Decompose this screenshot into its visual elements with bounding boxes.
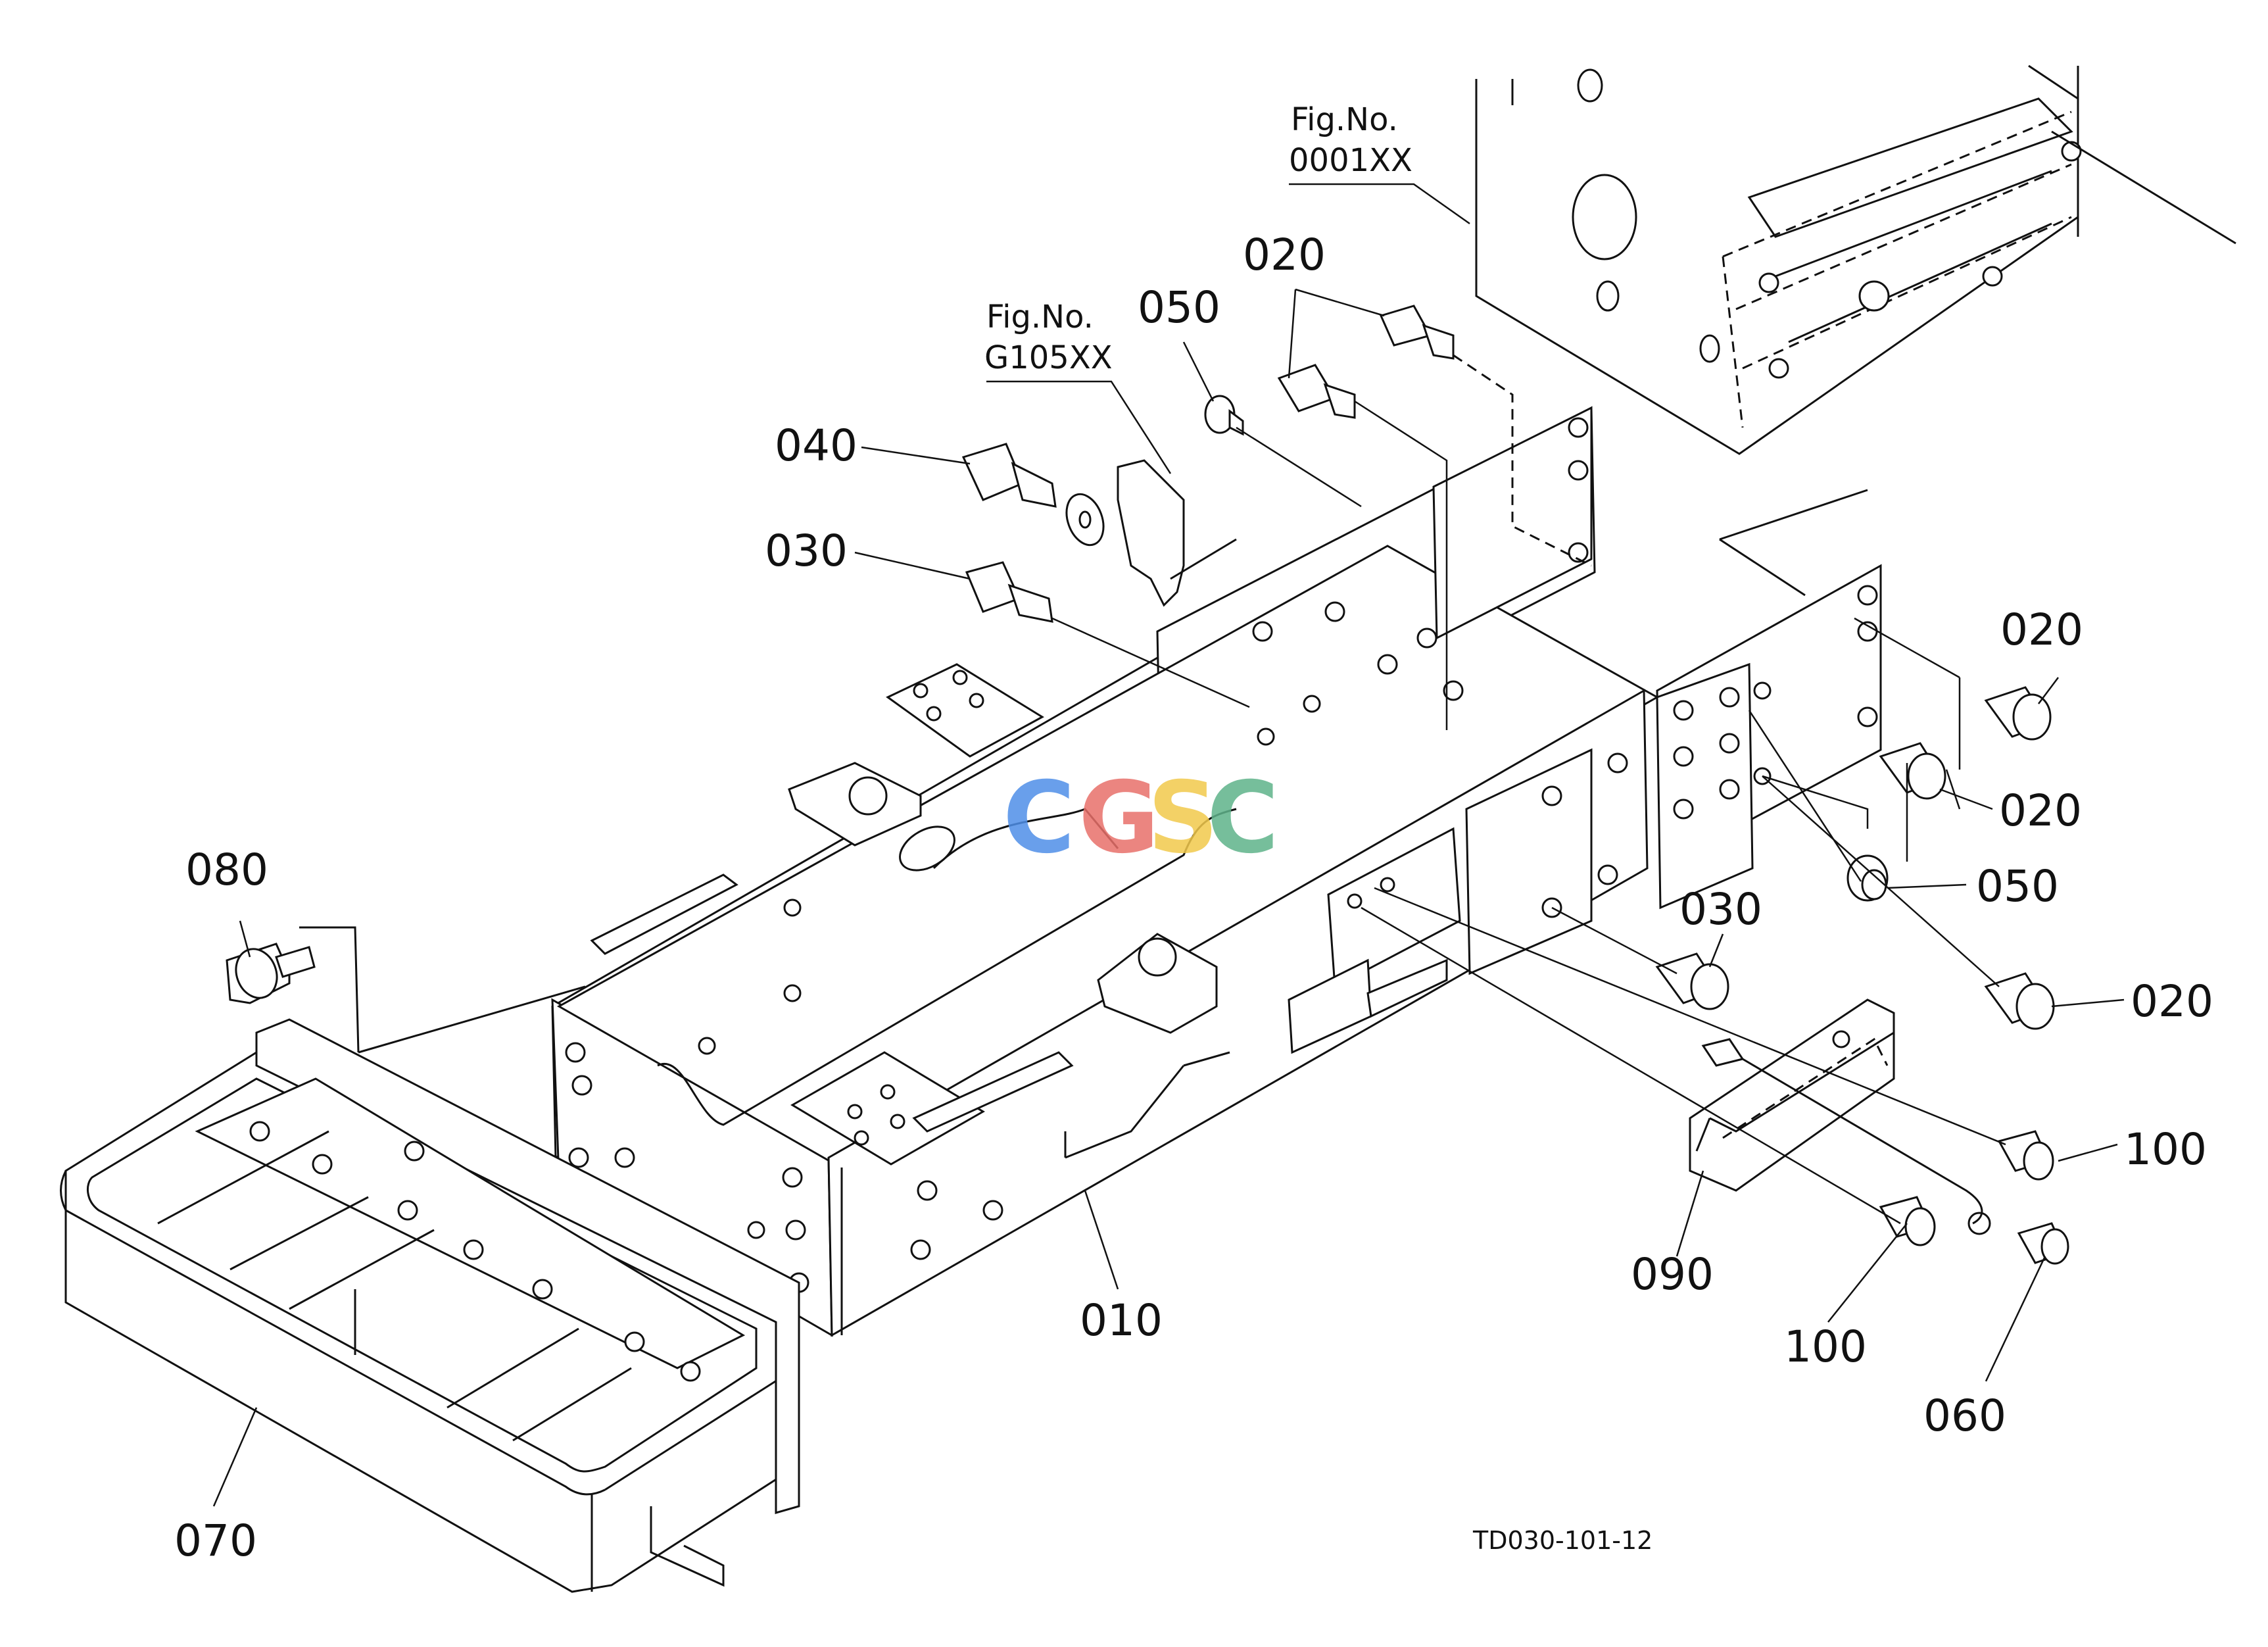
bracket-G105 (1117, 459, 1237, 607)
callout-090: 090 (1631, 1249, 1714, 1300)
bolt-030-right (1655, 952, 1729, 1010)
bolt-020-right-3 (1984, 972, 2055, 1030)
bolt-030-left (965, 561, 1250, 708)
watermark-letter-g: G (1078, 761, 1159, 875)
figure-ref-code: 0001XX (1289, 142, 1412, 179)
callout-070: 070 (174, 1515, 257, 1566)
bolt-020-top-b (1379, 305, 1455, 360)
front-tray-070 (60, 1018, 800, 1593)
watermark-letter-c1: C (1003, 761, 1075, 875)
bolt-100-bottom (1879, 1196, 1936, 1246)
assembly-lines (1236, 354, 2006, 1225)
bolt-020-right-2 (1879, 742, 1946, 800)
bolt-100-right (1997, 1130, 2054, 1181)
callout-040: 040 (775, 420, 857, 471)
callout-leaders (212, 183, 2125, 1507)
sensor-bracket-090 (1689, 998, 1983, 1225)
callout-020-right-3: 020 (2131, 976, 2213, 1027)
watermark: C G S C (1003, 761, 1279, 875)
figure-ref-label: Fig.No. (1291, 101, 1398, 138)
engine-block (1475, 64, 2236, 597)
callout-080: 080 (185, 845, 268, 895)
callout-030-right: 030 (1679, 884, 1762, 935)
bolt-040 (961, 443, 1105, 547)
bolt-050-right (1846, 854, 1889, 902)
figure-ref-label: Fig.No. (986, 299, 1094, 335)
bolt-060 (1967, 1212, 2069, 1265)
figure-ref-code: G105XX (984, 339, 1113, 376)
callout-050-right: 050 (1976, 861, 2059, 912)
bolt-080 (226, 926, 586, 1054)
watermark-letter-s: S (1147, 761, 1218, 875)
callout-030-left: 030 (765, 526, 848, 576)
figure-ref-g105: Fig.No. G105XX (984, 299, 1113, 376)
callout-020-right-1: 020 (2000, 604, 2083, 655)
drawing-code: TD030-101-12 (1472, 1526, 1653, 1555)
watermark-letter-c2: C (1207, 761, 1279, 875)
callout-050-top: 050 (1138, 282, 1220, 333)
bolt-020-right-1 (1984, 686, 2052, 741)
bolt-050-top (1204, 395, 1244, 436)
callout-060: 060 (1923, 1390, 2006, 1441)
figure-ref-0001: Fig.No. 0001XX (1289, 101, 1412, 179)
callout-020-top: 020 (1243, 230, 1326, 280)
callout-100-bottom: 100 (1784, 1321, 1867, 1372)
callout-020-right-2: 020 (1999, 785, 2082, 836)
callout-labels: 020 050 040 030 080 070 010 020 020 050 … (174, 230, 2213, 1566)
callout-100-right: 100 (2124, 1124, 2207, 1175)
main-frame-010 (551, 406, 1882, 1337)
bolt-020-top-a (1277, 364, 1356, 419)
callout-010: 010 (1080, 1295, 1163, 1346)
